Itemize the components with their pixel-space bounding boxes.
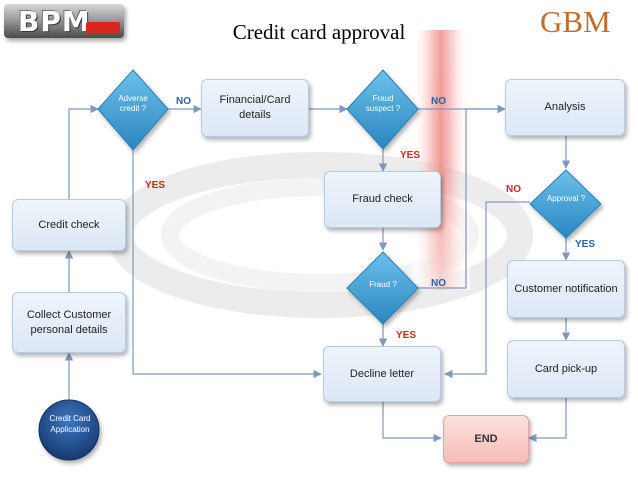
customer-notification-box: Customer notification xyxy=(507,260,625,318)
fraud-check-box: Fraud check xyxy=(324,171,441,228)
analysis-box: Analysis xyxy=(505,79,625,136)
edge-decline-to-end xyxy=(382,402,442,443)
edge-pickup-to-end xyxy=(528,398,567,443)
fraud-check-label: Fraud check xyxy=(352,193,413,206)
bpm-logo-tag xyxy=(86,22,120,34)
gbm-logo: GBM xyxy=(540,4,611,39)
edge-fraud-no xyxy=(418,104,506,289)
adverse-yes-label: YES xyxy=(145,180,166,191)
fraud-suspect-label: Fraud suspect ? xyxy=(365,94,401,114)
start-circle xyxy=(38,399,100,461)
decline-letter-label: Decline letter xyxy=(349,367,415,380)
page-title: Credit card approval xyxy=(232,20,406,44)
approval-yes-label: YES xyxy=(575,239,596,250)
fraud-diamond xyxy=(346,251,419,325)
approval-no-label: NO xyxy=(506,184,521,195)
adverse-credit-label: Adverse credit ? xyxy=(118,94,148,114)
fraud-label: Fraud ? xyxy=(369,280,397,289)
decision-diamonds xyxy=(97,69,602,325)
analysis-label: Analysis xyxy=(544,101,586,114)
approval-diamond xyxy=(529,169,602,239)
fraud-no-label: NO xyxy=(431,278,446,289)
financial-card-details-box: Financial/Card details xyxy=(201,79,309,137)
fraud-yes-label: YES xyxy=(396,330,417,341)
adverse-no-label: NO xyxy=(176,96,191,107)
end-box: END xyxy=(443,415,529,463)
adverse-credit-diamond xyxy=(97,69,169,151)
financial-card-details-label: Financial/Card details xyxy=(219,94,291,121)
card-pickup-box: Card pick-up xyxy=(507,340,625,398)
customer-notification-label: Customer notification xyxy=(514,282,618,295)
credit-card-application-label: Credit Card Application xyxy=(49,414,91,434)
fraud-suspect-diamond xyxy=(346,69,419,150)
fraud-suspect-no-label: NO xyxy=(431,96,446,107)
collect-customer-details-box: Collect Customer personal details xyxy=(12,292,126,353)
fraud-suspect-yes-label: YES xyxy=(400,150,421,161)
approval-label: Approval ? xyxy=(546,194,586,203)
bpm-logo: BPM xyxy=(4,4,124,38)
edge-credit-check-to-adverse xyxy=(68,104,99,199)
edge-approval-no xyxy=(444,201,530,379)
background-decoration xyxy=(107,30,533,318)
end-label: END xyxy=(474,433,498,445)
connectors xyxy=(64,104,571,443)
collect-customer-details-label: Collect Customer personal details xyxy=(26,308,112,336)
credit-check-box: Credit check xyxy=(12,199,126,251)
card-pickup-label: Card pick-up xyxy=(534,362,598,375)
bpm-logo-text: BPM xyxy=(18,5,91,38)
decline-letter-box: Decline letter xyxy=(323,346,441,402)
credit-check-label: Credit check xyxy=(38,218,100,231)
edge-adverse-yes xyxy=(132,150,322,379)
